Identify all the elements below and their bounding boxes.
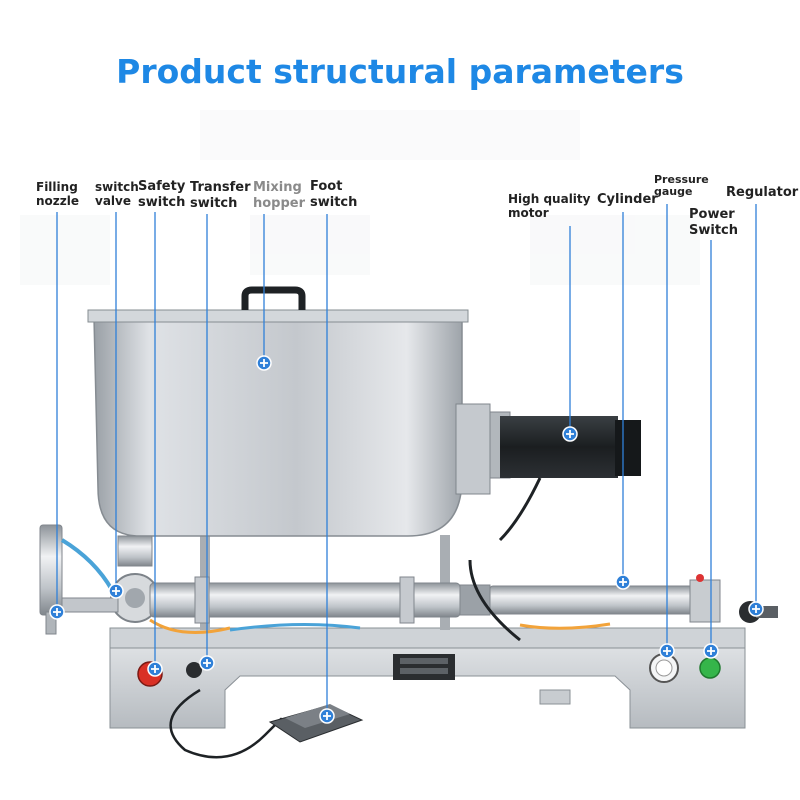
foot-pedal [169, 688, 364, 759]
label-switch-valve: switch valve [95, 180, 139, 208]
motor-unit [455, 403, 641, 542]
leader-lines [56, 204, 757, 716]
label-power-switch: Power Switch [689, 207, 739, 238]
label-regulator: Regulator [726, 185, 799, 200]
marker-mixing-hopper[interactable] [256, 355, 272, 371]
marker-regulator[interactable] [748, 601, 764, 617]
page-title: Product structural parameters [116, 52, 684, 91]
marker-foot-switch[interactable] [319, 708, 335, 724]
label-transfer-switch: Transfer switch [190, 180, 251, 211]
label-high-quality-motor: High quality motor [508, 192, 591, 220]
marker-pressure-gauge[interactable] [659, 643, 675, 659]
outlet-pipe [110, 535, 160, 623]
marker-power-switch[interactable] [703, 643, 719, 659]
marker-filling-nozzle[interactable] [49, 604, 65, 620]
piston-tube [149, 576, 491, 624]
marker-transfer-switch[interactable] [199, 655, 215, 671]
marker-cylinder[interactable] [615, 574, 631, 590]
air-cylinder [489, 574, 721, 623]
label-foot-switch: Foot switch [310, 179, 358, 210]
label-mixing-hopper: Mixing hopper [253, 180, 306, 211]
label-pressure-gauge: Pressure gauge [654, 173, 709, 198]
label-safety-switch: Safety switch [138, 179, 186, 210]
background-blur [20, 110, 700, 285]
marker-safety-switch[interactable] [147, 661, 163, 677]
air-hoses [149, 559, 611, 642]
mixing-hopper-body [87, 286, 469, 537]
label-cylinder: Cylinder [597, 192, 658, 207]
marker-motor[interactable] [562, 426, 578, 442]
marker-switch-valve[interactable] [108, 583, 124, 599]
machine-base [109, 627, 746, 729]
label-filling-nozzle: Filling nozzle [36, 180, 80, 208]
